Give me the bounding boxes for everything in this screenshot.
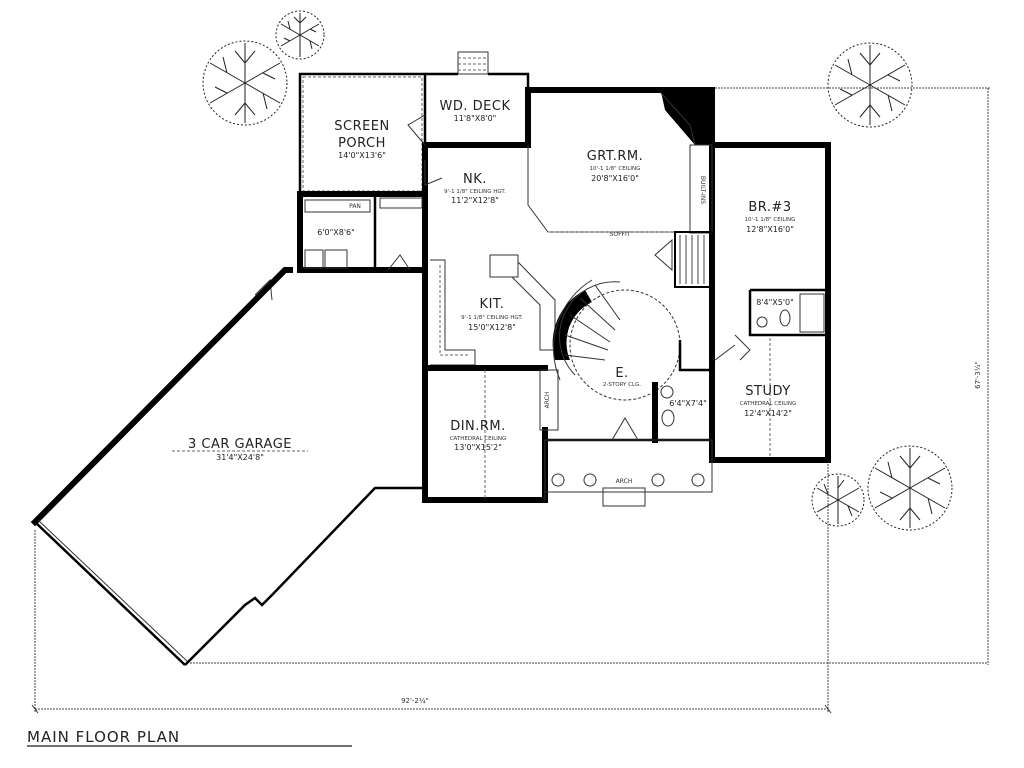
svg-text:GRT.RM.: GRT.RM. — [587, 149, 644, 164]
svg-text:10'-1 1/8" CEILING: 10'-1 1/8" CEILING — [590, 166, 641, 172]
svg-text:9'-1 1/8" CEILING HGT.: 9'-1 1/8" CEILING HGT. — [461, 315, 523, 321]
svg-text:11'8"X8'0": 11'8"X8'0" — [454, 114, 497, 123]
svg-text:BR.#3: BR.#3 — [748, 200, 791, 215]
svg-text:6'4"X7'4": 6'4"X7'4" — [669, 399, 707, 408]
exterior-walls — [297, 87, 831, 503]
svg-text:10'-1 1/8" CEILING: 10'-1 1/8" CEILING — [745, 217, 796, 223]
svg-text:KIT.: KIT. — [480, 297, 505, 312]
room-kitchen: KIT. 9'-1 1/8" CEILING HGT. 15'0"X12'8" — [461, 297, 523, 332]
room-powder: 6'4"X7'4" — [669, 399, 707, 408]
basement-stairs — [674, 231, 714, 288]
room-wd-deck: WD. DECK 11'8"X8'0" — [440, 99, 511, 123]
room-bath3: 8'4"X5'0" — [756, 298, 794, 307]
front-porch: ARCH — [544, 439, 713, 507]
room-great-room: GRT.RM. 10'-1 1/8" CEILING 20'8"X16'0" — [587, 149, 644, 183]
built-ins-label: BUILT-INS — [699, 176, 706, 204]
svg-text:12'8"X16'0": 12'8"X16'0" — [746, 225, 794, 234]
svg-text:NK.: NK. — [463, 172, 487, 187]
svg-text:PORCH: PORCH — [338, 136, 386, 151]
svg-text:14'0"X13'6": 14'0"X13'6" — [338, 151, 386, 160]
svg-text:CATHEDRAL CEILING: CATHEDRAL CEILING — [450, 436, 507, 442]
tree-icon — [811, 473, 865, 527]
tree-icon — [867, 445, 953, 531]
svg-text:13'0"X15'2": 13'0"X15'2" — [454, 443, 502, 452]
svg-text:9'-1 1/8" CEILING HGT.: 9'-1 1/8" CEILING HGT. — [444, 189, 506, 195]
overall-width-label: 92'-2¼" — [401, 697, 429, 705]
laundry-dims: 6'0"X8'6" — [317, 228, 355, 237]
svg-text:WD. DECK: WD. DECK — [440, 99, 511, 114]
deck-stairs — [457, 51, 489, 75]
door-swings — [254, 114, 751, 441]
svg-text:SCREEN: SCREEN — [334, 119, 390, 134]
overall-depth-label: 67'-3½" — [974, 361, 982, 389]
arch-porch-label: ARCH — [616, 478, 633, 485]
svg-text:CATHEDRAL CEILING: CATHEDRAL CEILING — [740, 401, 797, 407]
room-bedroom3: BR.#3 10'-1 1/8" CEILING 12'8"X16'0" — [745, 200, 796, 234]
dimension-lines — [31, 87, 990, 714]
deck-outline — [425, 72, 530, 92]
svg-text:3 CAR GARAGE: 3 CAR GARAGE — [188, 437, 292, 452]
curved-staircase — [552, 279, 681, 401]
tree-icon — [275, 10, 325, 60]
room-screen-porch: SCREEN PORCH 14'0"X13'6" — [334, 119, 390, 160]
svg-text:STUDY: STUDY — [745, 384, 790, 399]
svg-text:15'0"X12'8": 15'0"X12'8" — [468, 323, 516, 332]
room-entry: E. 2-STORY CLG. — [603, 366, 641, 388]
kitchen-cabinets — [430, 254, 556, 366]
svg-text:8'4"X5'0": 8'4"X5'0" — [756, 298, 794, 307]
svg-text:31'4"X24'8": 31'4"X24'8" — [216, 453, 264, 462]
tree-icon — [202, 40, 288, 126]
room-garage: 3 CAR GARAGE 31'4"X24'8" — [172, 437, 308, 462]
arch-dining-label: ARCH — [544, 392, 551, 409]
garage-outline — [30, 267, 425, 666]
screen-porch-outline — [298, 72, 427, 196]
svg-text:E.: E. — [615, 366, 628, 381]
svg-text:12'4"X14'2": 12'4"X14'2" — [744, 409, 792, 418]
room-nook: NK. 9'-1 1/8" CEILING HGT. 11'2"X12'8" — [444, 172, 506, 205]
plan-title: MAIN FLOOR PLAN — [27, 728, 180, 746]
svg-text:11'2"X12'8": 11'2"X12'8" — [451, 196, 499, 205]
svg-text:2-STORY CLG.: 2-STORY CLG. — [603, 382, 641, 388]
soffit-label: SOFFIT — [610, 231, 631, 238]
room-study: STUDY CATHEDRAL CEILING 12'4"X14'2" — [740, 384, 797, 418]
svg-text:DIN.RM.: DIN.RM. — [450, 419, 506, 434]
tree-icon — [827, 42, 913, 128]
pan-label: PAN — [349, 203, 361, 210]
bath3 — [748, 288, 828, 337]
laundry-room: PAN 6'0"X8'6" — [304, 194, 423, 270]
svg-text:20'8"X16'0": 20'8"X16'0" — [591, 174, 639, 183]
room-dining: DIN.RM. CATHEDRAL CEILING 13'0"X15'2" — [450, 419, 507, 452]
